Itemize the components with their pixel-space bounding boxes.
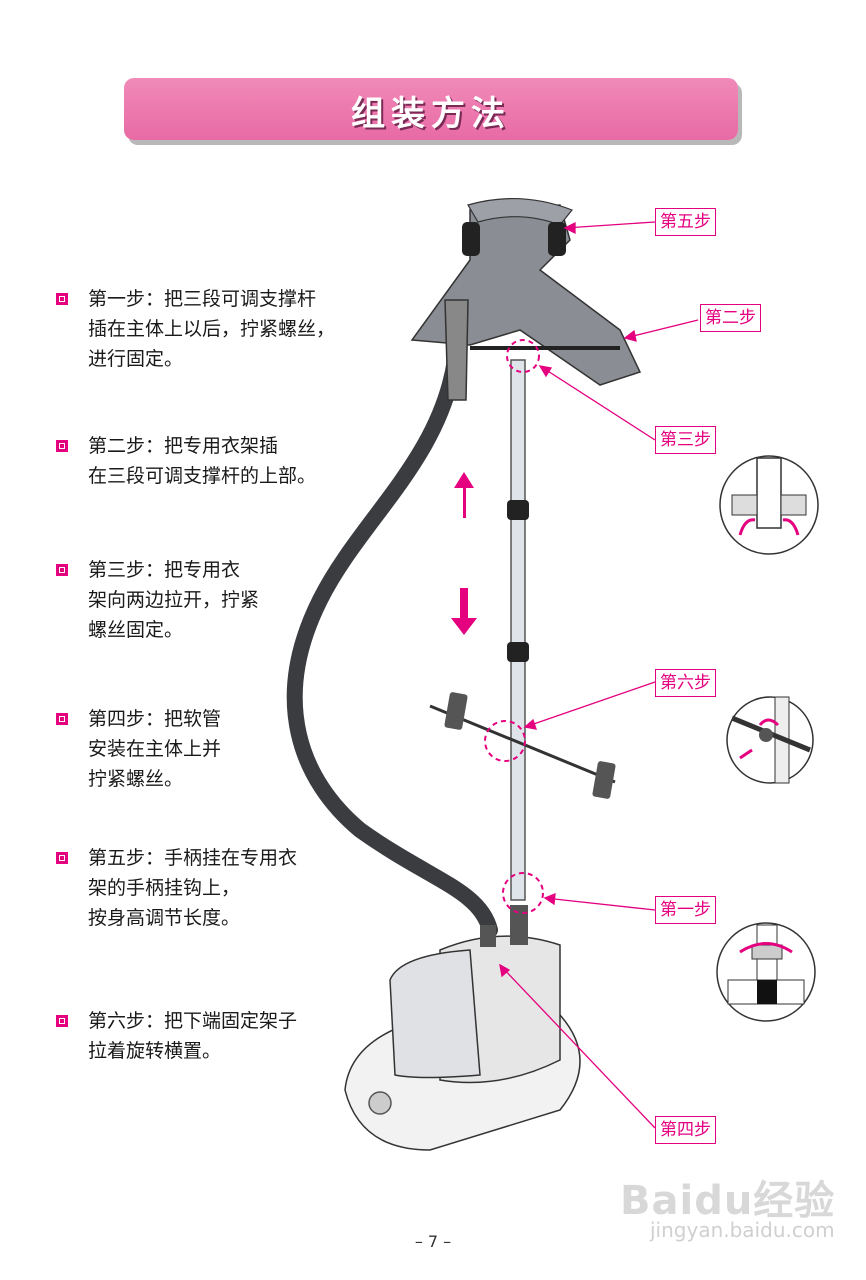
step-2-instruction: 第二步：把专用衣架插 在三段可调支撑杆的上部。 (56, 431, 316, 491)
page-number: – 7 – (414, 1232, 452, 1251)
bullet-icon (56, 713, 68, 725)
hanger-knob-right (548, 222, 566, 256)
up-arrow-icon (454, 472, 474, 518)
power-button (368, 1091, 392, 1115)
bullet-icon (56, 1015, 68, 1027)
steam-hose (286, 352, 498, 938)
pole-clamp (507, 500, 529, 520)
callout-step6: 第六步 (655, 669, 716, 697)
section-title: 组装方法 (351, 94, 511, 134)
step-1-instruction: 第一步：把三段可调支撑杆 插在主体上以后，拧紧螺丝， 进行固定。 (56, 284, 335, 374)
callout-step4: 第四步 (655, 1116, 716, 1144)
baidu-watermark: Baidu经验 (620, 1168, 835, 1226)
bullet-icon (56, 564, 68, 576)
down-arrow-icon (451, 588, 477, 635)
garment-hanger (410, 204, 642, 386)
callout-step3: 第三步 (655, 426, 716, 454)
detail-callout-step3 (719, 455, 819, 555)
callout-step2: 第二步 (700, 304, 761, 332)
pole-clamp (507, 642, 529, 662)
detail-callout-step6 (726, 696, 814, 784)
watermark-brand: Baidu经验 (620, 1178, 836, 1224)
bullet-icon (56, 293, 68, 305)
section-title-bar: 组装方法 (124, 78, 738, 140)
step-3-instruction: 第三步：把专用衣 架向两边拉开，拧紧 螺丝固定。 (56, 555, 259, 645)
step-5-instruction: 第五步：手柄挂在专用衣 架的手柄挂钩上， 按身高调节长度。 (56, 843, 297, 933)
detail-callout-step1 (716, 922, 816, 1022)
callout-step1: 第一步 (655, 896, 716, 924)
bullet-icon (56, 852, 68, 864)
watermark-url: jingyan.baidu.com (650, 1218, 835, 1242)
callout-step5: 第五步 (655, 208, 716, 236)
water-tank (389, 949, 481, 1079)
step-6-instruction: 第六步：把下端固定架子 拉着旋转横置。 (56, 1006, 297, 1066)
support-pole (510, 359, 526, 901)
steam-handle (444, 299, 469, 401)
hanger-knob-left (462, 222, 480, 256)
bullet-icon (56, 440, 68, 452)
step-4-instruction: 第四步：把软管 安装在主体上并 拧紧螺丝。 (56, 704, 221, 794)
